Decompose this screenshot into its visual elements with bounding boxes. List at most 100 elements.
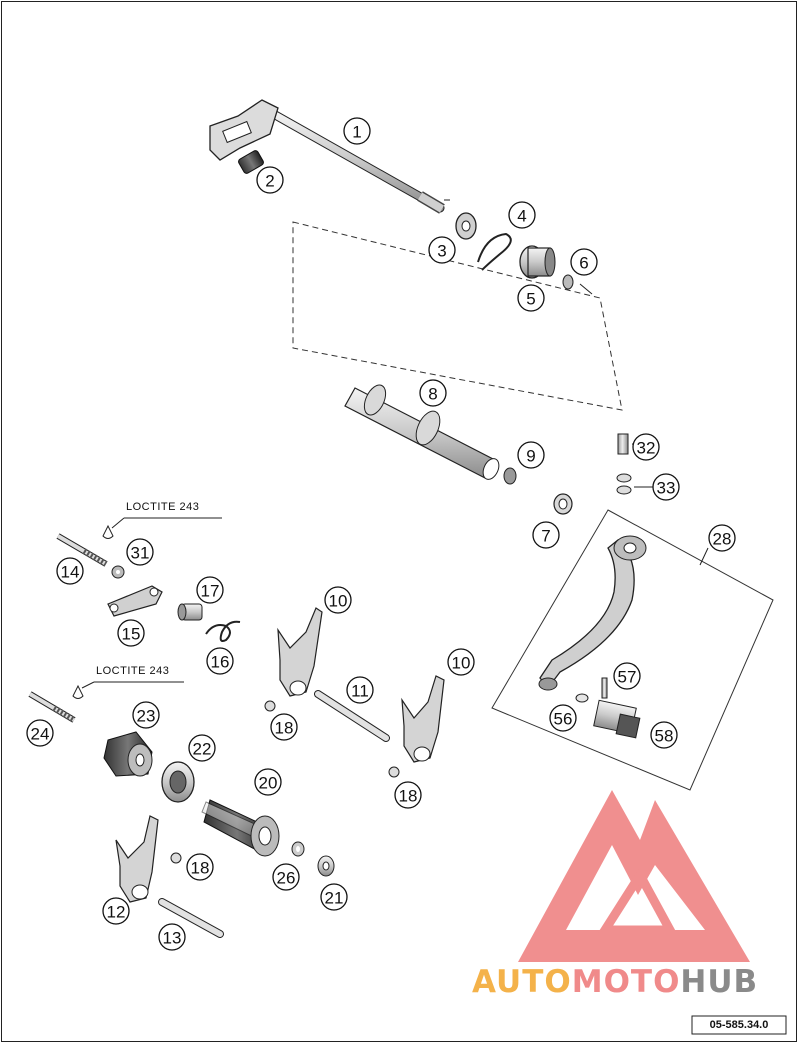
part-1-shift-shaft (209, 99, 445, 214)
part-32-bolt (617, 433, 629, 455)
part-6-seal (562, 274, 574, 290)
callout-33: 33 (652, 473, 680, 501)
callout-14: 14 (56, 557, 84, 585)
loctite-note-top: LOCTITE 243 (126, 501, 199, 513)
callout-9: 9 (517, 441, 545, 469)
callout-circle (613, 662, 641, 690)
callout-26: 26 (272, 863, 300, 891)
part-57-pin (601, 677, 608, 699)
part-28-kick-lever (538, 535, 647, 691)
watermark-wordmark: AUTOMOTOHUB (472, 964, 758, 1000)
callout-2: 2 (256, 166, 284, 194)
callout-16: 16 (206, 647, 234, 675)
part-15-link (107, 585, 163, 617)
callout-number: 22 (193, 740, 212, 759)
callout-24: 24 (26, 719, 54, 747)
callout-number: 17 (201, 582, 220, 601)
callout-10b: 10 (447, 648, 475, 676)
callout-10a: 10 (324, 586, 352, 614)
callout-number: 12 (107, 903, 126, 922)
part-7-washer (553, 493, 573, 515)
callout-number: 58 (655, 727, 674, 746)
callout-circle (188, 734, 216, 762)
callout-number: 4 (517, 207, 526, 226)
callout-number: 24 (31, 725, 50, 744)
callout-number: 18 (191, 859, 210, 878)
part-22-bearing (161, 761, 195, 803)
part-18-pin-a (264, 700, 276, 712)
callout-number: 28 (713, 530, 732, 549)
callout-56: 56 (549, 704, 577, 732)
callout-3: 3 (428, 236, 456, 264)
callout-circle (270, 713, 298, 741)
callout-circle (158, 923, 186, 951)
callout-circle (419, 379, 447, 407)
callout-number: 6 (579, 254, 588, 273)
callout-circle (324, 586, 352, 614)
callout-circle (102, 897, 130, 925)
part-11-fork-rod (314, 690, 390, 742)
callout-number: 9 (526, 447, 535, 466)
svg-text:AUTOMOTOHUB: AUTOMOTOHUB (472, 964, 758, 1000)
part-9-seal (503, 467, 517, 485)
part-10-shift-fork-lower (401, 675, 445, 763)
callout-21: 21 (320, 883, 348, 911)
callout-number: 20 (259, 774, 278, 793)
callout-28: 28 (708, 524, 736, 552)
callout-number: 32 (637, 439, 656, 458)
callout-circle (56, 557, 84, 585)
part-12-shift-fork (115, 815, 159, 903)
callout-number: 3 (437, 242, 446, 261)
part-33-washers (616, 473, 632, 495)
assembly-outline-shaft (292, 221, 623, 411)
callout-number: 57 (618, 668, 637, 687)
callout-layer: 1234567891010111213141516171818182021222… (26, 117, 736, 951)
callout-number: 10 (329, 592, 348, 611)
callout-18c: 18 (186, 853, 214, 881)
callout-18b: 18 (394, 781, 422, 809)
callout-circle (517, 441, 545, 469)
callout-11: 11 (346, 676, 374, 704)
callout-5: 5 (517, 284, 545, 312)
part-56-washer (575, 693, 589, 703)
watermark-logo (518, 790, 750, 962)
part-3-washer (455, 212, 477, 240)
part-58-pedal (593, 699, 641, 739)
callout-22: 22 (188, 734, 216, 762)
loctite-note-bottom: LOCTITE 243 (96, 665, 169, 677)
callout-number: 8 (428, 385, 437, 404)
part-17-roller (177, 603, 203, 621)
callout-4: 4 (508, 201, 536, 229)
part-13-fork-rod (158, 898, 224, 938)
callout-number: 16 (211, 653, 230, 672)
callout-23: 23 (132, 701, 160, 729)
callout-circle (343, 117, 371, 145)
part-4-clip (477, 232, 512, 271)
part-16-spring (205, 620, 241, 642)
part-31-washer (111, 565, 125, 579)
callout-number: 1 (352, 123, 361, 142)
callout-circle (708, 524, 736, 552)
loctite-drop-top (102, 517, 222, 539)
callout-number: 14 (61, 563, 80, 582)
callout-number: 2 (265, 172, 274, 191)
part-18-pin-b (388, 766, 400, 778)
callout-number: 13 (163, 929, 182, 948)
callout-number: 5 (526, 290, 535, 309)
callout-8: 8 (419, 379, 447, 407)
callout-circle (126, 538, 154, 566)
callout-circle (508, 201, 536, 229)
callout-number: 10 (452, 654, 471, 673)
reference-code: 05-585.34.0 (710, 1019, 769, 1031)
part-5-bushing (519, 245, 556, 279)
callout-number: 23 (137, 707, 156, 726)
callout-number: 21 (325, 889, 344, 908)
callout-6: 6 (570, 248, 598, 276)
callout-circle (272, 863, 300, 891)
callout-circle (570, 248, 598, 276)
watermark-word-auto: AUTO (472, 964, 572, 1000)
callout-number: 33 (657, 479, 676, 498)
callout-circle (394, 781, 422, 809)
callout-58: 58 (650, 721, 678, 749)
